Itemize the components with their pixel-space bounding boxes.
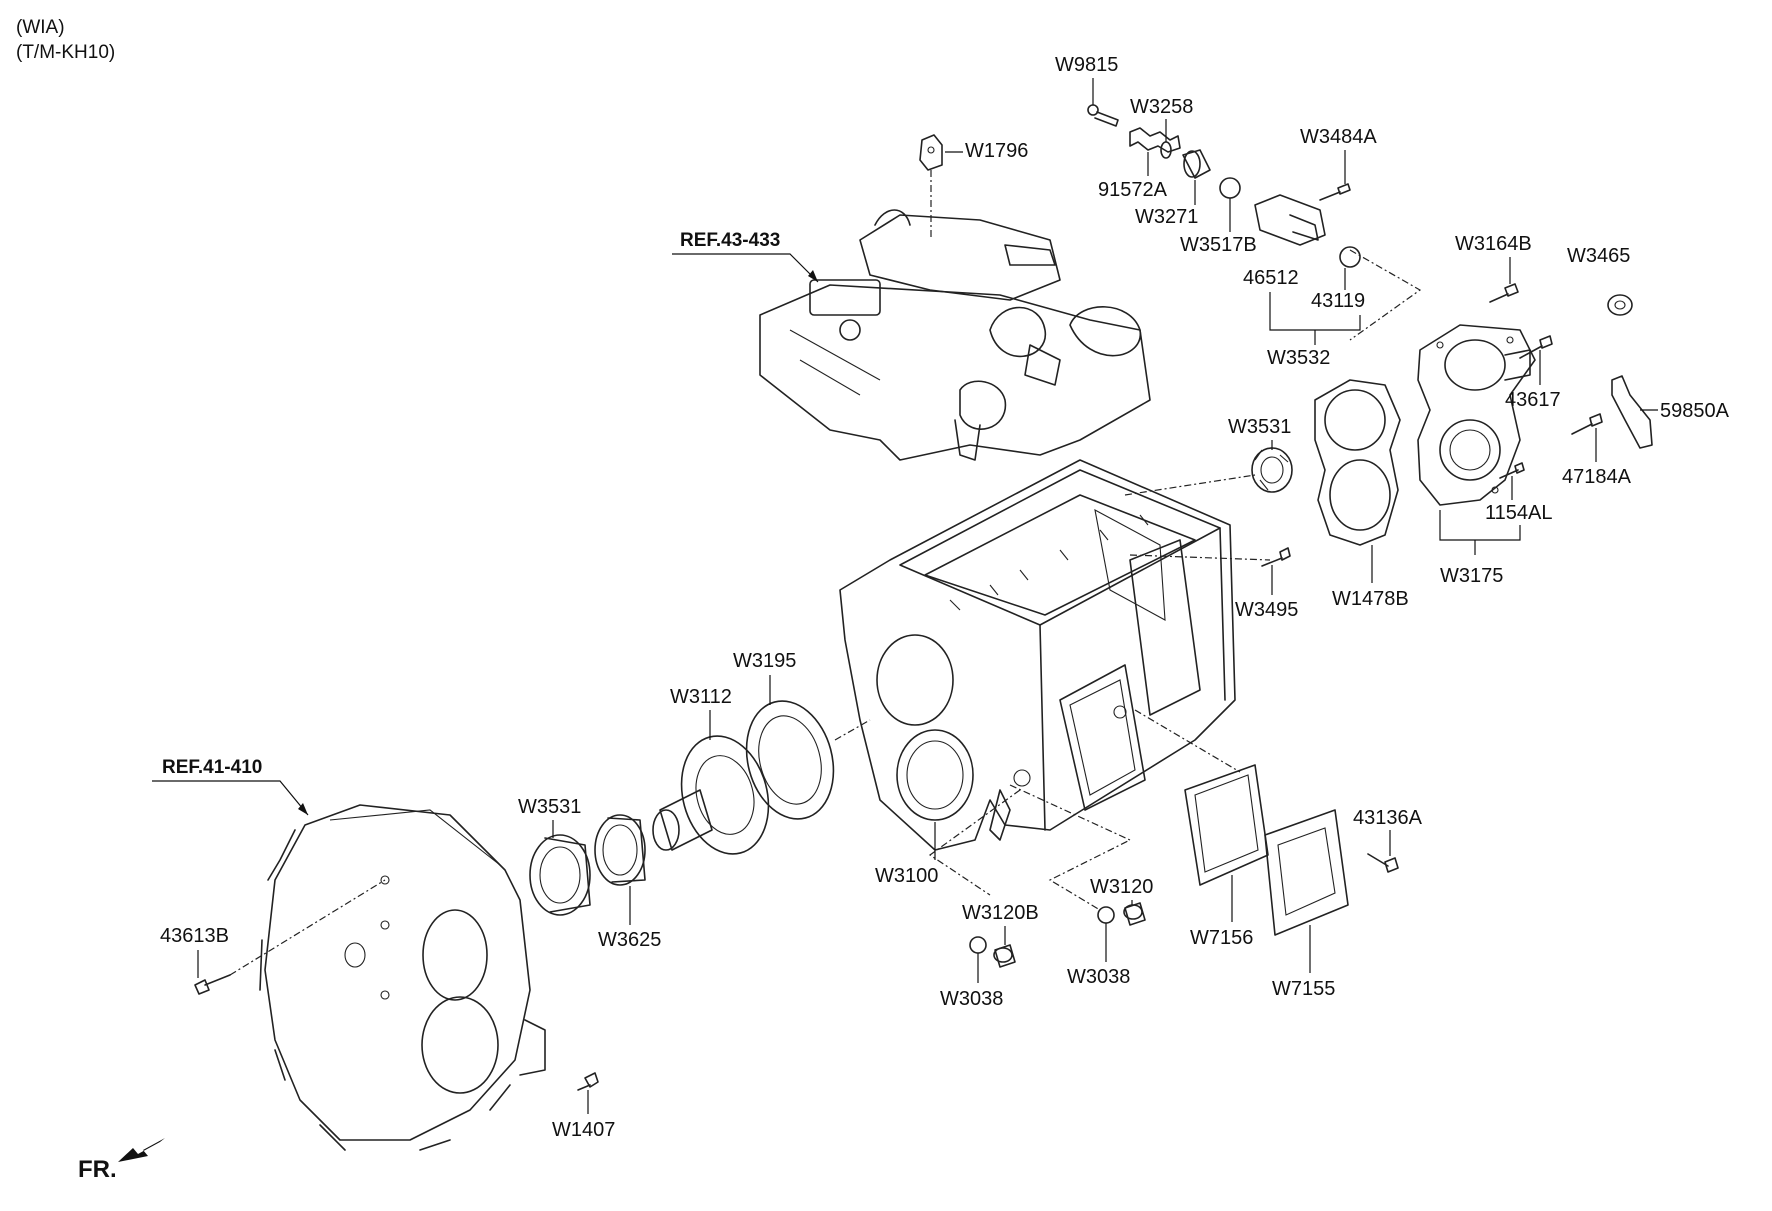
label-w3112: W3112 <box>670 686 732 708</box>
w3100-transmission-case <box>839 459 1236 851</box>
label-w3495: W3495 <box>1235 599 1298 621</box>
43617-bolt <box>1519 335 1553 359</box>
label-w3164b: W3164B <box>1455 233 1532 255</box>
valve-body-assembly <box>759 209 1151 461</box>
label-w3195: W3195 <box>733 650 796 672</box>
label-w3120: W3120 <box>1090 876 1153 898</box>
label-w7155: W7155 <box>1272 978 1335 1000</box>
46512-speed-sensor <box>1254 194 1326 246</box>
label-w1478b: W1478B <box>1332 588 1409 610</box>
ref-41-410-label: REF.41-410 <box>162 757 262 778</box>
ref-43-433-callout: REF.43-433 <box>672 230 819 283</box>
label-w3038-left: W3038 <box>940 988 1003 1010</box>
callout-labels: W9815 W3258 W1796 W3484A 91572A W3271 W3… <box>160 54 1730 1141</box>
w9815-bolt <box>1087 104 1119 127</box>
label-w3100: W3100 <box>875 865 938 887</box>
w3495-bolt <box>1261 547 1291 567</box>
w1796-bracket <box>919 134 943 240</box>
91572a-spring <box>1129 127 1181 153</box>
label-43119: 43119 <box>1311 290 1365 312</box>
w3112-bearing-retainer <box>652 735 770 855</box>
label-43617: 43617 <box>1505 389 1561 411</box>
label-43136a: 43136A <box>1353 807 1423 829</box>
w3164b-bolt <box>1489 283 1519 303</box>
label-w7156: W7156 <box>1190 927 1253 949</box>
label-w3465: W3465 <box>1567 245 1630 267</box>
w3517b-o-ring <box>1219 177 1241 199</box>
label-91572a: 91572A <box>1098 179 1168 201</box>
label-1154al: 1154AL <box>1485 502 1552 524</box>
header-line-1: (WIA) <box>16 17 65 38</box>
front-direction-marker: FR. <box>78 1138 165 1183</box>
label-w3038-right: W3038 <box>1067 966 1130 988</box>
label-w1407: W1407 <box>552 1119 615 1141</box>
w7155-cover <box>1264 809 1349 936</box>
label-w3175: W3175 <box>1440 565 1503 587</box>
label-w3484a: W3484A <box>1300 126 1377 148</box>
w1407-bolt <box>577 1072 599 1091</box>
w3120b-plug <box>993 944 1016 968</box>
w3465-cap <box>1607 294 1633 316</box>
ref-41-410-callout: REF.41-410 <box>152 757 309 816</box>
label-w3517b: W3517B <box>1180 234 1257 256</box>
43136a-bolt <box>1367 853 1399 873</box>
w3531-left-bearing <box>529 834 591 916</box>
ref-43-433-label: REF.43-433 <box>680 230 780 251</box>
w3531-top-bearing <box>1251 447 1293 493</box>
label-46512: 46512 <box>1243 267 1299 289</box>
label-w9815: W9815 <box>1055 54 1118 76</box>
label-w3120b: W3120B <box>962 902 1039 924</box>
w3625-seal <box>594 814 646 886</box>
w3484a-bolt <box>1319 183 1351 201</box>
w1478b-gasket <box>1314 379 1401 546</box>
w3271-plug <box>1182 149 1211 179</box>
label-w1796: W1796 <box>965 140 1028 162</box>
w3175-extension-housing <box>1417 324 1536 506</box>
header-line-2: (T/M-KH10) <box>16 42 115 63</box>
fr-label: FR. <box>78 1156 117 1183</box>
47184a-bolt <box>1571 413 1603 435</box>
label-w3625: W3625 <box>598 929 661 951</box>
59850a-bracket <box>1611 375 1653 449</box>
label-w3258: W3258 <box>1130 96 1193 118</box>
label-59850a: 59850A <box>1660 400 1730 422</box>
w3120-plug <box>1123 902 1146 926</box>
label-w3271: W3271 <box>1135 206 1198 228</box>
w3195-gasket <box>745 700 835 820</box>
w3038-washer-left <box>969 936 987 954</box>
w7156-gasket <box>1184 764 1269 886</box>
label-w3531-top: W3531 <box>1228 416 1291 438</box>
1154al-bolt <box>1499 462 1525 479</box>
w3038-washer-right <box>1097 906 1115 924</box>
bell-housing <box>259 804 546 1151</box>
label-w3532: W3532 <box>1267 347 1330 369</box>
label-w3531-left: W3531 <box>518 796 581 818</box>
label-47184a: 47184A <box>1562 466 1632 488</box>
43613b-bolt <box>194 974 231 995</box>
43119-o-ring <box>1339 246 1361 268</box>
label-43613b: 43613B <box>160 925 229 947</box>
